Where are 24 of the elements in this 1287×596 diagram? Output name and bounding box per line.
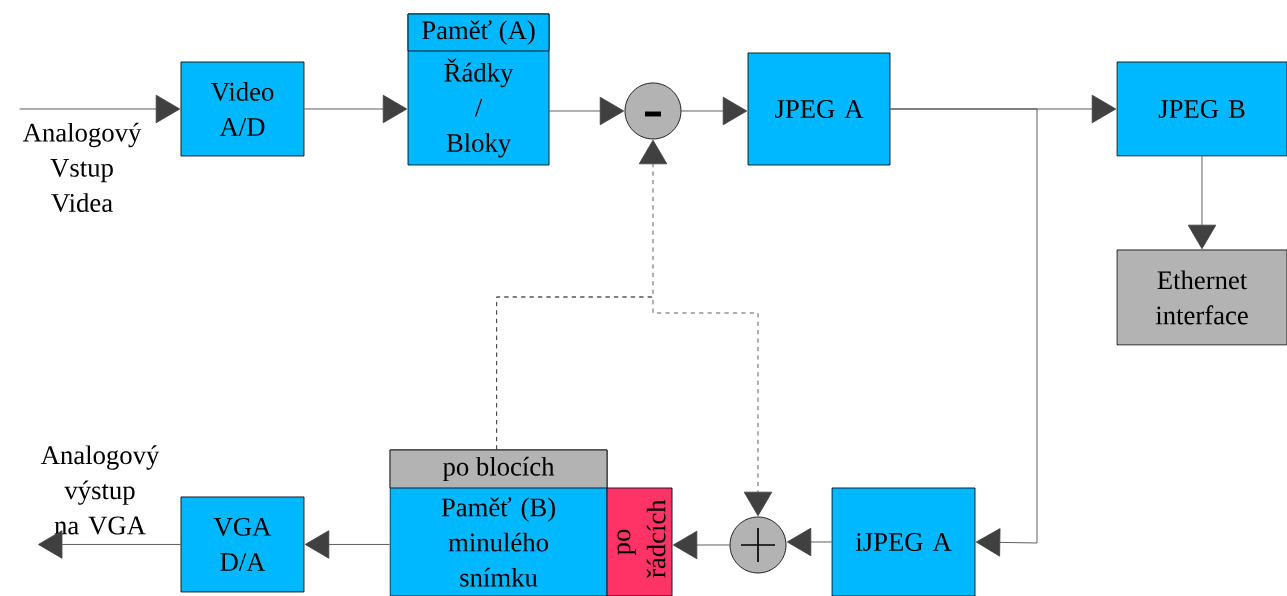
signal-label: Analogový výstup na VGA [40, 445, 160, 535]
arrow [496, 296, 773, 517]
converter-box: VGA D/A [180, 496, 305, 593]
arrow [1187, 156, 1217, 250]
memory-box: po blocích Paměť (B) minulého snímku [389, 449, 608, 596]
signal-label: Analogový Vstup Videa [22, 122, 142, 213]
arrow [672, 530, 730, 560]
arrow [786, 527, 832, 557]
interface-box: Ethernet interface [1116, 249, 1287, 346]
subtractor-circle [624, 82, 682, 140]
arrow [304, 94, 408, 124]
arrow [304, 530, 391, 559]
encoder-box: JPEG B [1116, 61, 1287, 157]
arrow [19, 94, 181, 124]
converter-box: Video A/D [180, 61, 305, 157]
decoder-box: iJPEG A [831, 487, 976, 596]
encoder-box: JPEG A [747, 52, 891, 166]
arrow [549, 96, 625, 126]
arrow [38, 530, 181, 559]
arrow [681, 96, 748, 126]
adder-circle [729, 516, 787, 574]
row-buffer-box: po řádcích [606, 487, 673, 596]
memory-box: Paměť (A) Řádky / Bloky [407, 13, 550, 166]
arrow [890, 108, 1038, 557]
